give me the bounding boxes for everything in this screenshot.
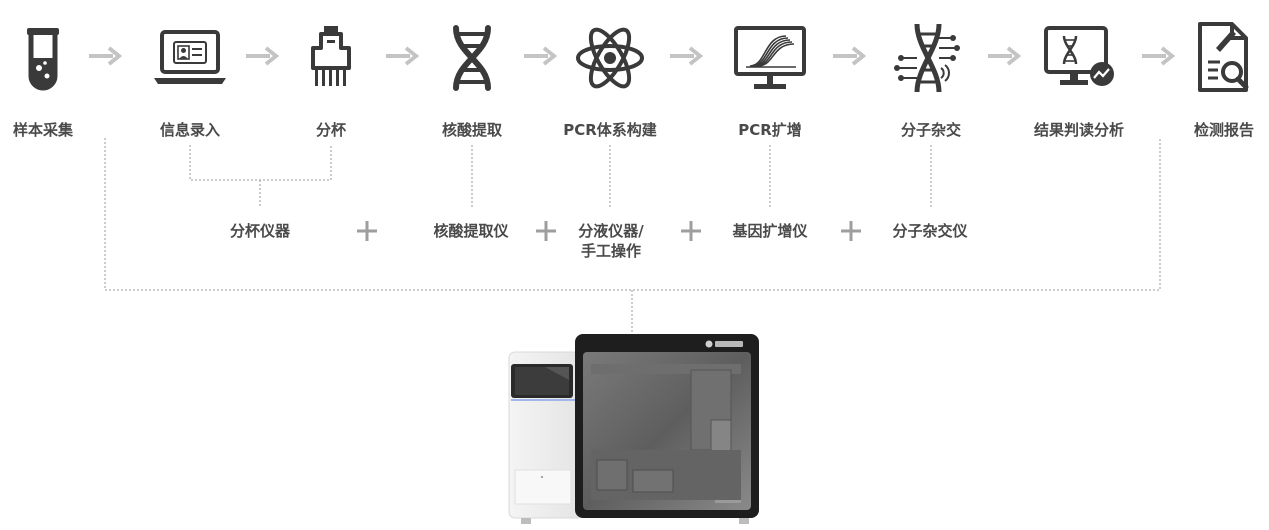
plus-icon bbox=[355, 219, 379, 243]
step-label-info-entry: 信息录入 bbox=[159, 121, 220, 139]
arrow-right-icon bbox=[1140, 44, 1176, 68]
step-label-pcr-amplification: PCR扩增 bbox=[738, 121, 802, 139]
arrow-right-icon bbox=[244, 44, 280, 68]
step-label-pcr-setup: PCR体系构建 bbox=[563, 121, 657, 139]
plus-icon bbox=[839, 219, 863, 243]
atom-icon bbox=[570, 18, 650, 98]
amplification-curve-monitor-icon bbox=[730, 18, 810, 98]
plus-icon bbox=[679, 219, 703, 243]
instrument-label-hybridizer: 分子杂交仪 bbox=[892, 222, 968, 240]
dna-circuit-icon bbox=[887, 18, 967, 98]
step-label-hybridization: 分子杂交 bbox=[900, 121, 961, 139]
plus-icon bbox=[534, 219, 558, 243]
instrument-label-dispenser: 分液仪器/ 手工操作 bbox=[578, 222, 644, 260]
step-label-cup-split: 分杯 bbox=[315, 121, 346, 139]
arrow-right-icon bbox=[831, 44, 867, 68]
instrument-label-extractor: 核酸提取仪 bbox=[433, 222, 509, 240]
dna-analysis-monitor-icon bbox=[1040, 18, 1120, 98]
arrow-right-icon bbox=[384, 44, 420, 68]
dna-helix-icon bbox=[432, 18, 512, 98]
arrow-right-icon bbox=[986, 44, 1022, 68]
laptop-id-card-icon bbox=[150, 18, 230, 98]
arrow-right-icon bbox=[522, 44, 558, 68]
arrow-right-icon bbox=[87, 44, 123, 68]
instrument-label-cup-splitter: 分杯仪器 bbox=[229, 222, 290, 240]
instrument-label-amplifier: 基因扩增仪 bbox=[732, 222, 808, 240]
step-label-report: 检测报告 bbox=[1193, 121, 1254, 139]
step-label-sample-collection: 样本采集 bbox=[12, 121, 73, 139]
report-magnifier-icon bbox=[1184, 18, 1264, 98]
automated-analyzer-machine bbox=[505, 330, 765, 530]
arrow-right-icon bbox=[668, 44, 704, 68]
step-label-nucleic-extraction: 核酸提取 bbox=[441, 121, 502, 139]
pipette-icon bbox=[291, 18, 371, 98]
test-tube-icon bbox=[3, 18, 83, 98]
step-label-result-analysis: 结果判读分析 bbox=[1033, 121, 1124, 139]
